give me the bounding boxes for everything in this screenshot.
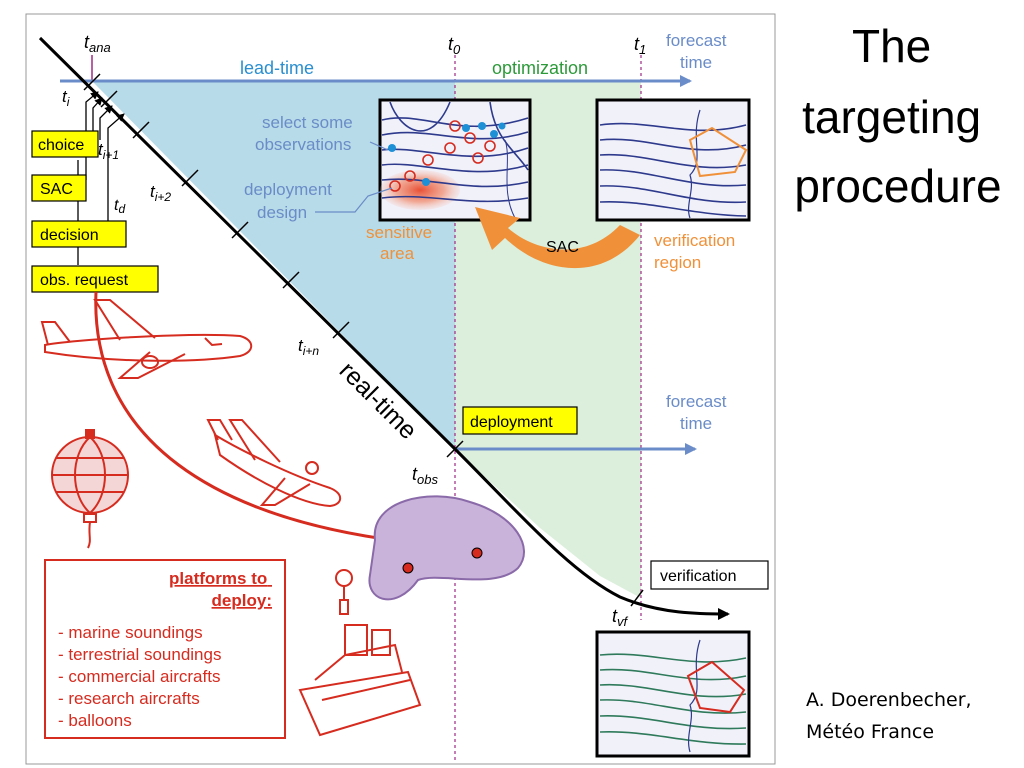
real-time-ticks — [83, 73, 644, 607]
ti-label: ti — [62, 87, 70, 109]
t0-label: t0 — [448, 34, 461, 57]
ti2-label: ti+2 — [150, 182, 171, 204]
deployment-design-leader — [315, 187, 393, 213]
verification-map — [595, 630, 751, 758]
obs-request-box: obs. request — [31, 265, 159, 293]
commercial-aircraft-icon — [40, 299, 253, 379]
svg-text:obs. request: obs. request — [40, 272, 129, 289]
tin-label: ti+n — [298, 336, 319, 358]
ti1-label: ti+1 — [98, 140, 119, 162]
research-aircraft-icon — [206, 419, 342, 508]
svg-text:choice: choice — [38, 137, 84, 154]
observation-blob — [368, 495, 525, 601]
verification-region-map — [595, 98, 751, 222]
t-ana-label: tana — [84, 32, 111, 55]
sensitive-area-map — [378, 98, 532, 222]
deployment-design-label: deployment design — [244, 180, 337, 222]
forecast-time-top-label: forecast time — [666, 31, 731, 72]
svg-text:SAC: SAC — [546, 239, 579, 256]
tvf-label: tvf — [612, 606, 629, 629]
platforms-title: platforms to deploy: — [169, 569, 272, 610]
svg-text:verification: verification — [660, 568, 736, 585]
select-observations-label: select some observations — [255, 113, 357, 154]
svg-text:decision: decision — [40, 227, 99, 244]
t1-label: t1 — [634, 34, 646, 57]
td-label: td — [114, 197, 125, 216]
ship-icon — [298, 624, 422, 737]
select-observations-leader — [369, 141, 389, 151]
tobs-label: tobs — [412, 464, 438, 487]
svg-text:SAC: SAC — [40, 181, 73, 198]
deployment-box: deployment — [462, 406, 578, 435]
sac-arrow: SAC — [475, 207, 640, 269]
forecast-time-mid-label: forecast time — [666, 392, 731, 433]
author-credit: A. Doerenbecher, Météo France — [806, 689, 978, 743]
balloon-icon — [51, 429, 129, 549]
obs-request-arrow — [94, 291, 464, 553]
optimization-label: optimization — [492, 58, 588, 78]
lead-time-region — [92, 81, 455, 449]
sensitive-area-label: sensitive area — [366, 223, 437, 263]
verification-box: verification — [650, 560, 769, 590]
real-time-axis — [38, 36, 730, 620]
platforms-box: platforms to deploy: - marine soundings … — [44, 559, 286, 739]
terrestrial-sounding-icon — [335, 569, 353, 615]
choice-box: choice — [31, 130, 99, 158]
svg-text:deployment: deployment — [470, 414, 553, 431]
lead-time-label: lead-time — [240, 58, 314, 78]
decision-box: decision — [31, 220, 127, 248]
slide-title: The targeting procedure — [794, 20, 1001, 212]
sac-box: SAC — [31, 174, 87, 202]
verification-region-label: verification region — [654, 231, 740, 272]
platforms-list: - marine soundings - terrestrial soundin… — [58, 623, 226, 730]
